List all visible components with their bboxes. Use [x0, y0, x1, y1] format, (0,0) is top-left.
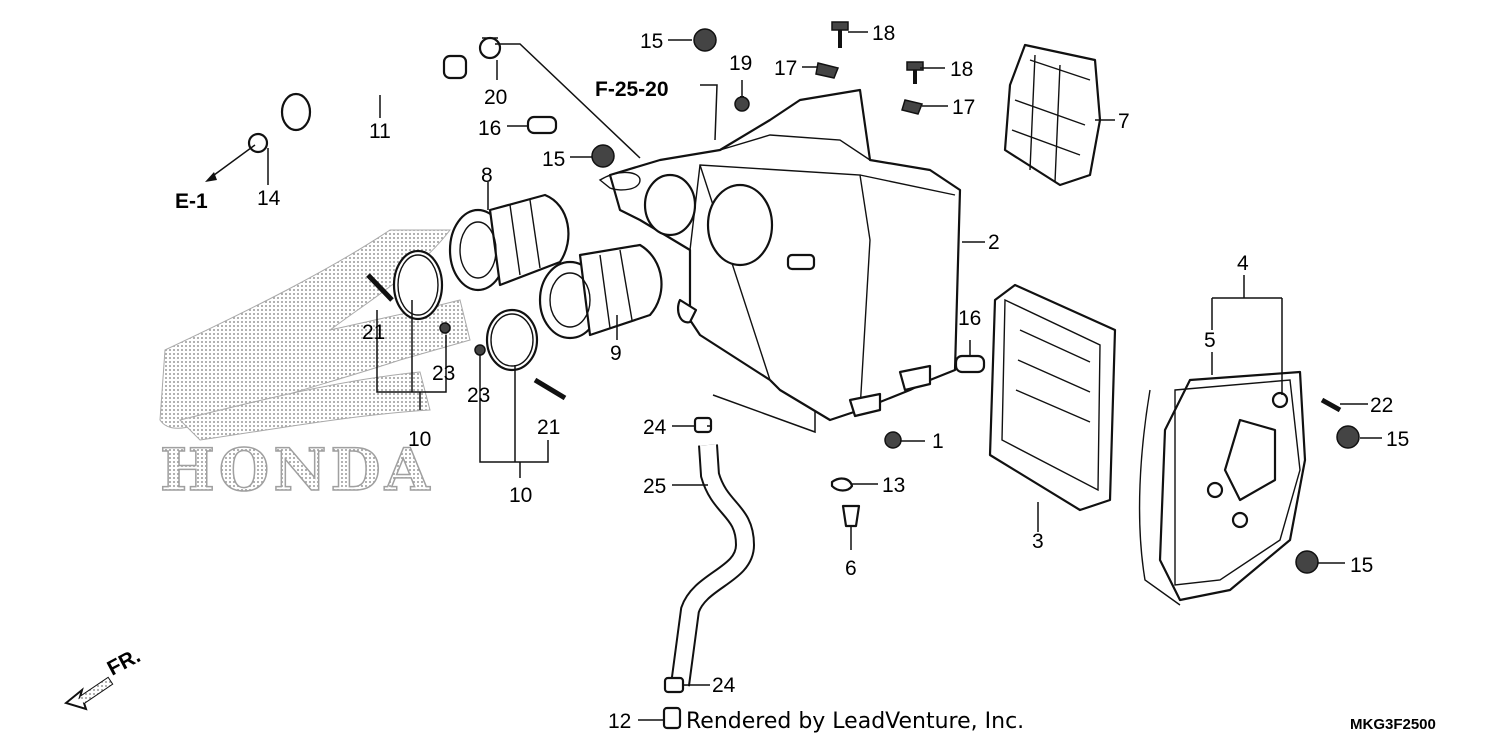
callout-15-b: 15 [542, 148, 565, 171]
callout-15-d: 15 [1350, 554, 1373, 577]
honda-wing-logo: HONDA [159, 229, 471, 505]
callout-18-a: 18 [872, 22, 895, 45]
air-cleaner-element [988, 283, 1117, 512]
callout-23-lower: 23 [467, 384, 490, 407]
callout-23-upper: 23 [432, 362, 455, 385]
callout-24-lower: 24 [712, 674, 736, 697]
connecting-tube-9 [538, 243, 663, 340]
callout-13: 13 [882, 474, 905, 497]
screw-18-b [906, 61, 924, 84]
callout-9: 9 [610, 342, 622, 365]
callout-12: 12 [608, 710, 631, 733]
air-cleaner-cover [1138, 370, 1307, 606]
callout-7: 7 [1118, 110, 1130, 133]
render-credit: Rendered by LeadVenture, Inc. [686, 709, 1025, 734]
callout-25: 25 [643, 475, 666, 498]
clip-17-b [901, 99, 924, 115]
callout-22: 22 [1370, 394, 1393, 417]
ref-f2520: F-25-20 [595, 78, 669, 101]
tube-band-upper [392, 249, 444, 321]
callout-14: 14 [257, 187, 281, 210]
nut-23-upper [439, 322, 451, 334]
screw-22 [1320, 397, 1342, 413]
clip-24-lower [663, 676, 685, 694]
clip-24-upper [693, 416, 713, 434]
callout-2: 2 [988, 231, 1000, 254]
clip-20 [478, 36, 502, 60]
callout-24-upper: 24 [643, 416, 667, 439]
callout-16-b: 16 [958, 307, 981, 330]
callout-10-upper: 10 [408, 428, 431, 451]
callout-10-lower: 10 [509, 484, 532, 507]
callout-11: 11 [369, 120, 391, 143]
callout-19: 19 [729, 52, 752, 75]
front-label: FR. [104, 644, 145, 680]
rubber-15-a [693, 28, 717, 52]
drain-plug-12 [662, 706, 682, 730]
callout-15-c: 15 [1386, 428, 1409, 451]
leader-lines [205, 31, 1382, 721]
connecting-tube-8 [448, 193, 570, 292]
callout-8: 8 [481, 164, 493, 187]
ref-e1: E-1 [175, 190, 208, 213]
callout-21-upper: 21 [362, 321, 385, 344]
callout-21-lower: 21 [537, 416, 560, 439]
clip-17-a [815, 62, 840, 79]
screw-21-upper [366, 273, 394, 302]
honda-logo-text: HONDA [160, 436, 434, 504]
drain-plug-6 [841, 504, 861, 528]
callout-4: 4 [1237, 252, 1249, 275]
callout-1: 1 [932, 430, 944, 453]
callout-6: 6 [845, 557, 857, 580]
screw-21-lower [533, 377, 567, 401]
callout-5: 5 [1204, 329, 1216, 352]
breather-tube [280, 54, 469, 132]
clip-14 [247, 132, 269, 154]
callout-18-b: 18 [950, 58, 973, 81]
callout-15-a: 15 [640, 30, 663, 53]
callout-3: 3 [1032, 530, 1044, 553]
callout-20: 20 [484, 86, 507, 109]
front-direction-arrow: FR. [63, 644, 145, 711]
grommet-16-b [954, 354, 986, 374]
callout-16-a: 16 [478, 117, 501, 140]
rubber-15-d [1295, 550, 1319, 574]
drain-tube [670, 444, 756, 687]
grommet-16-a [526, 115, 558, 135]
callout-17-b: 17 [952, 96, 975, 119]
screw-19 [734, 96, 750, 112]
diagram-code: MKG3F2500 [1350, 716, 1436, 733]
callout-17-a: 17 [774, 57, 797, 80]
intake-duct [1003, 43, 1102, 187]
rubber-15-b [591, 144, 615, 168]
nut-23-lower [474, 344, 486, 356]
screw-18-a [831, 21, 849, 48]
rubber-15-c [1336, 425, 1360, 449]
grommet-1 [884, 431, 902, 449]
tube-band-lower [485, 308, 539, 372]
air-cleaner-case [598, 88, 962, 422]
clip-13 [830, 477, 854, 492]
